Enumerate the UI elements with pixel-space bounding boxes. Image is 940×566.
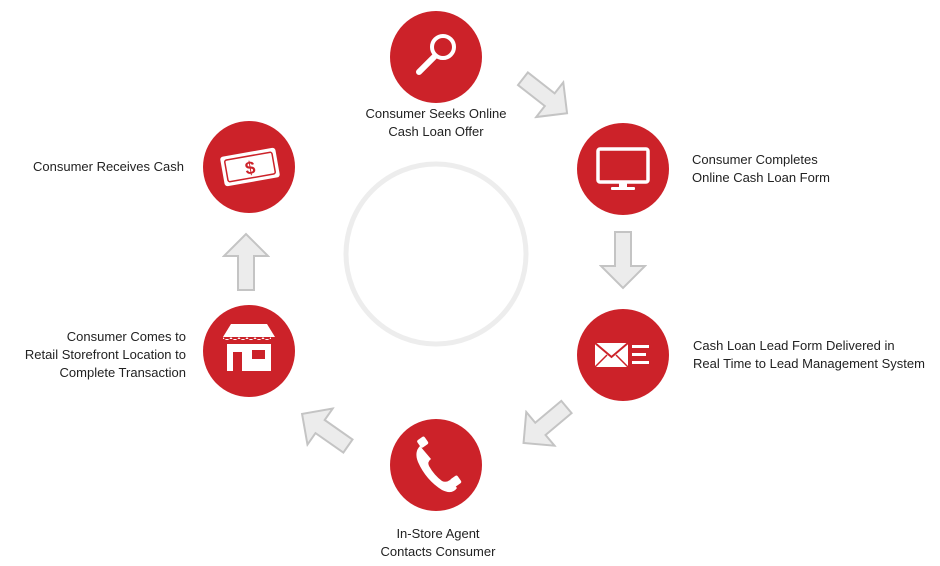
envelope-icon [594,342,649,368]
step-node-5 [203,305,295,397]
storefront-icon [223,324,275,371]
cash-icon: $ [220,147,280,187]
step-node-4 [390,419,482,511]
step-label-5: Consumer Comes to Retail Storefront Loca… [24,329,186,380]
step-node-6: $ [203,121,295,213]
step-label-1: Consumer Seeks Online Cash Loan Offer [365,106,507,139]
step-node-2 [577,123,669,215]
flow-arrow-5 [223,233,269,291]
flow-arrow-3 [508,389,582,461]
step-label-3: Cash Loan Lead Form Delivered in Real Ti… [693,338,925,371]
monitor-icon [596,147,650,190]
flow-arrow-2 [600,231,646,289]
step-label-6: Consumer Receives Cash [32,159,184,174]
step-label-4: In-Store Agent Contacts Consumer [380,526,496,559]
step-node-1 [390,11,482,103]
step-node-3 [577,309,669,401]
phone-icon [416,436,462,493]
svg-text:$: $ [244,157,257,178]
magnifier-icon [416,34,456,75]
flow-arrow-4 [288,394,362,466]
step-label-2: Consumer Completes Online Cash Loan Form [692,152,831,185]
center-ring [343,161,529,347]
